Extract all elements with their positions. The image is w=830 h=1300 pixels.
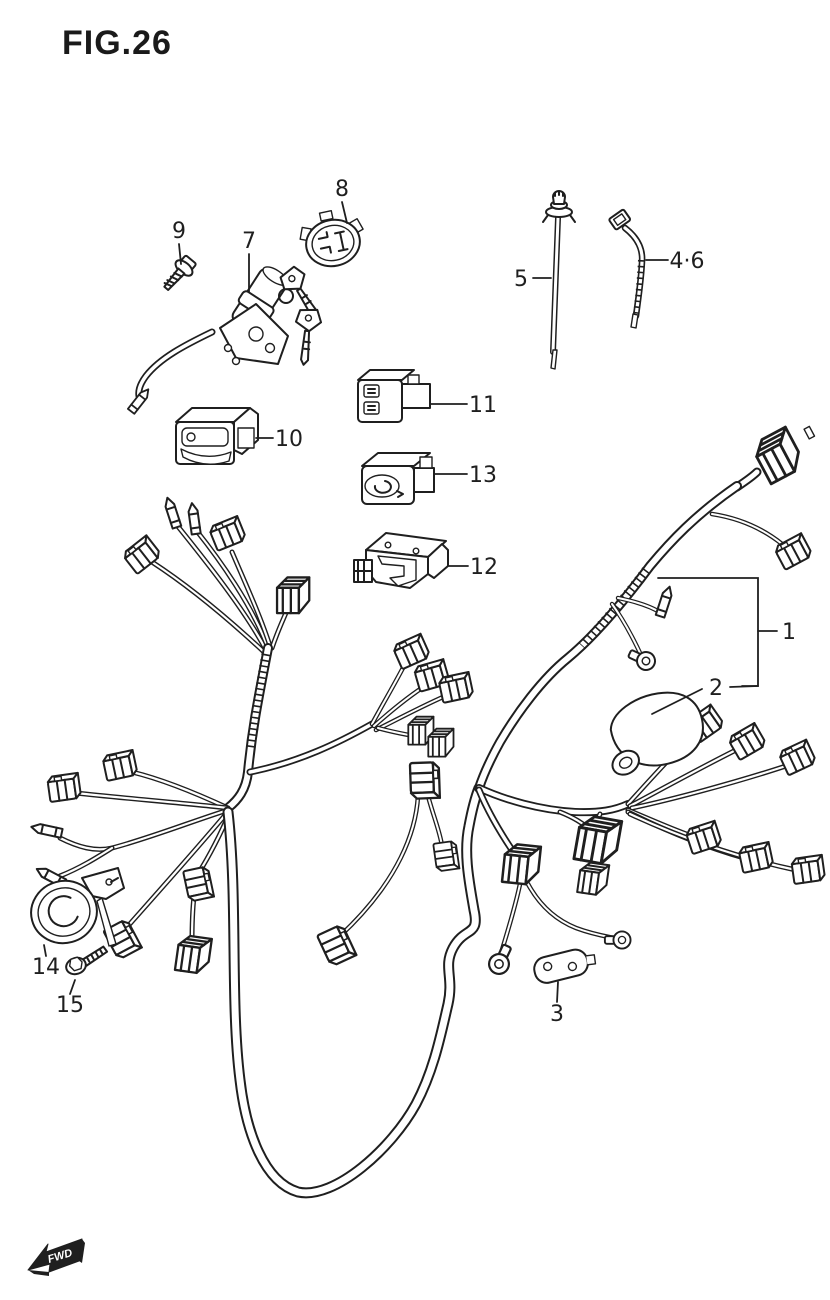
spade-terminal [654,584,675,619]
callout-5: 5 [514,267,528,292]
connector [120,534,163,576]
callout-labels: 1 2 3 4·6 5 7 8 9 10 11 12 13 14 15 [32,177,796,1027]
connector [275,576,311,615]
key [294,308,323,366]
part-switch-13 [361,452,435,505]
callout-7: 7 [242,229,256,254]
part-cable-tie [608,208,646,329]
ring-terminal [624,644,659,674]
part-cap [299,209,364,268]
callout-2: 2 [709,676,723,701]
callout-11: 11 [469,393,497,418]
callout-3: 3 [550,1002,564,1027]
spade-terminal [162,495,183,530]
part-boot [609,691,704,776]
callout-4-6: 4·6 [670,249,705,274]
callout-8: 8 [335,177,349,202]
connector [576,860,611,897]
part-ground-plate [533,948,597,984]
callout-14: 14 [32,955,60,980]
connector [207,515,248,552]
spade-terminal [29,821,64,839]
connector [790,853,827,885]
harness-connectors [29,425,827,979]
connector-pin [803,425,816,440]
part-switch-10 [175,407,259,465]
part-ignition-switch [219,265,323,366]
callout-leaders [43,201,778,1003]
spade-terminal [186,501,202,536]
callout-10: 10 [275,427,303,452]
connector [408,761,442,800]
callout-13: 13 [469,463,497,488]
part-switch-12 [353,532,449,589]
connector [726,722,768,762]
connector [182,865,215,903]
connector [737,841,775,874]
part-switch-11 [357,369,431,423]
connector [46,771,83,803]
eyelet-terminal [603,930,632,950]
part-band [542,190,576,370]
connector [437,671,475,704]
part-bolt [65,945,109,976]
callout-9: 9 [172,219,186,244]
ground-ring-terminal [484,940,518,979]
callout-1: 1 [782,620,796,645]
part-screw [163,254,197,291]
connector [772,532,814,571]
part-horn [30,867,125,947]
fwd-direction-marker: FWD [27,1238,85,1276]
connector [777,738,818,777]
callout-12: 12 [470,555,498,580]
connector [173,933,213,976]
connector [101,749,139,782]
connector [432,839,461,873]
callout-15: 15 [56,993,84,1018]
figure-title: FIG.26 [62,24,172,62]
connector [315,922,358,968]
relay-connector [427,727,455,758]
